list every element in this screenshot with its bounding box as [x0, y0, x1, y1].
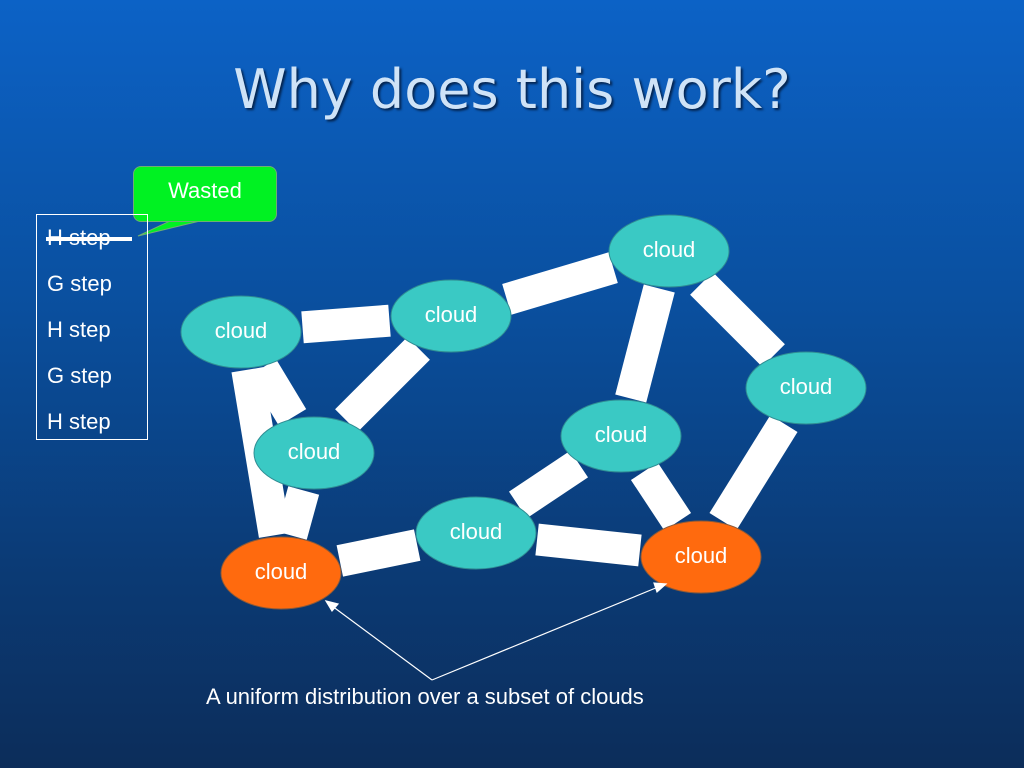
cloud-label: cloud — [594, 422, 648, 447]
edge-G-F — [508, 450, 589, 519]
cloud-label: cloud — [254, 559, 308, 584]
step-item: H step — [47, 409, 111, 434]
cloud-label: cloud — [449, 519, 503, 544]
edge-C-E — [690, 272, 785, 367]
edge-D-H — [275, 486, 320, 540]
step-item: G step — [47, 363, 112, 388]
edge-A-D — [248, 359, 307, 426]
cloud-label: cloud — [674, 543, 728, 568]
cloud-label: cloud — [287, 439, 341, 464]
edge-E-I — [709, 415, 798, 530]
cloud-node — [560, 399, 682, 473]
edge-G-I — [535, 523, 642, 567]
cloud-node — [253, 416, 375, 490]
cloud-node — [608, 214, 730, 288]
step-item: H step — [47, 317, 111, 342]
edge-A-B — [301, 304, 391, 344]
caption: A uniform distribution over a subset of … — [206, 684, 644, 709]
cloud-node-highlighted — [220, 536, 342, 610]
step-item: G step — [47, 271, 112, 296]
arrow-to-right-cloud — [431, 584, 664, 681]
cloud-node — [180, 295, 302, 369]
edge-B-D — [335, 337, 430, 432]
arrow-to-left-cloud — [327, 602, 433, 681]
caption-arrows — [324, 582, 668, 681]
cloud-label: cloud — [642, 237, 696, 262]
cloud-label: cloud — [424, 302, 478, 327]
slide-title: Why does this work? — [233, 58, 791, 121]
edge-F-I — [630, 462, 692, 531]
strikethrough-line — [46, 237, 132, 241]
step-list: H step G step H step G step H step — [36, 214, 148, 440]
arrowhead-right — [653, 582, 668, 594]
edge-F-C — [615, 284, 675, 403]
cloud-node — [745, 351, 867, 425]
cloud-label: cloud — [779, 374, 833, 399]
edge-H-G — [336, 529, 421, 577]
cloud-node-highlighted — [640, 520, 762, 594]
edge-B-C — [502, 252, 618, 315]
cloud-node — [415, 496, 537, 570]
cloud-label: cloud — [214, 318, 268, 343]
wasted-callout: Wasted — [133, 166, 277, 222]
arrowhead-left — [324, 600, 340, 613]
cloud-node — [390, 279, 512, 353]
